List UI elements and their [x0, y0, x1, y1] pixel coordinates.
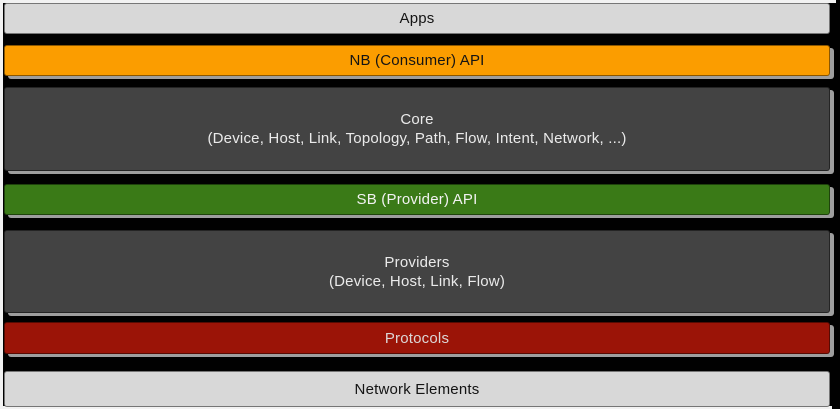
- layer-nb-consumer-api: NB (Consumer) API: [4, 45, 830, 76]
- slide-edge-left: [0, 0, 3, 409]
- layer-core: Core (Device, Host, Link, Topology, Path…: [4, 87, 830, 171]
- layer-apps: Apps: [4, 3, 830, 34]
- layer-sb-provider-api-label: SB (Provider) API: [356, 191, 478, 208]
- layer-network-elements: Network Elements: [4, 371, 830, 407]
- layer-providers-sublabel: (Device, Host, Link, Flow): [328, 272, 506, 290]
- slide-edge-top: [0, 0, 836, 3]
- layer-network-elements-label: Network Elements: [354, 380, 480, 398]
- layer-providers-label: Providers: [384, 253, 450, 271]
- slide-edge-bottom: [0, 406, 832, 409]
- layer-nb-consumer-api-label: NB (Consumer) API: [349, 52, 485, 69]
- layer-sb-provider-api: SB (Provider) API: [4, 184, 830, 215]
- layer-providers: Providers (Device, Host, Link, Flow): [4, 230, 830, 313]
- layer-protocols-label: Protocols: [384, 329, 450, 347]
- layer-core-sublabel: (Device, Host, Link, Topology, Path, Flo…: [207, 130, 627, 147]
- layer-apps-label: Apps: [399, 10, 435, 27]
- layer-protocols: Protocols: [4, 322, 830, 354]
- layer-core-label: Core: [400, 111, 434, 128]
